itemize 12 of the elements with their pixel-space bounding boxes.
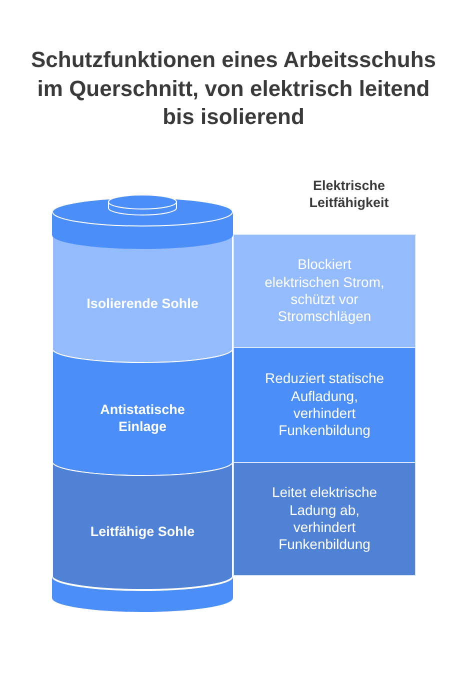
description-panel: [233, 347, 416, 463]
column-heading: Elektrische Leitfähigkeit: [308, 177, 390, 211]
description-panel: [233, 462, 416, 576]
description-panel: [233, 234, 416, 348]
layer-label: Leitfähige Sohle: [90, 522, 195, 540]
title: Schutzfunktionen eines Arbeitsschuhs im Querschnitt, von elektrisch leitend bis isolierend: [30, 46, 438, 131]
cylinder-top: [52, 194, 233, 252]
description-text: Blockiert elektrischen Strom, schützt vor Stromschlägen: [264, 256, 386, 326]
description-text: Leitet elektrische Ladung ab, verhindert Funkenbildung: [270, 484, 378, 554]
cylinder-base: [52, 576, 233, 614]
description-text: Reduziert statische Aufladung, verhindert Funkenbildung: [264, 370, 386, 440]
cylinder-layer: [52, 463, 233, 591]
